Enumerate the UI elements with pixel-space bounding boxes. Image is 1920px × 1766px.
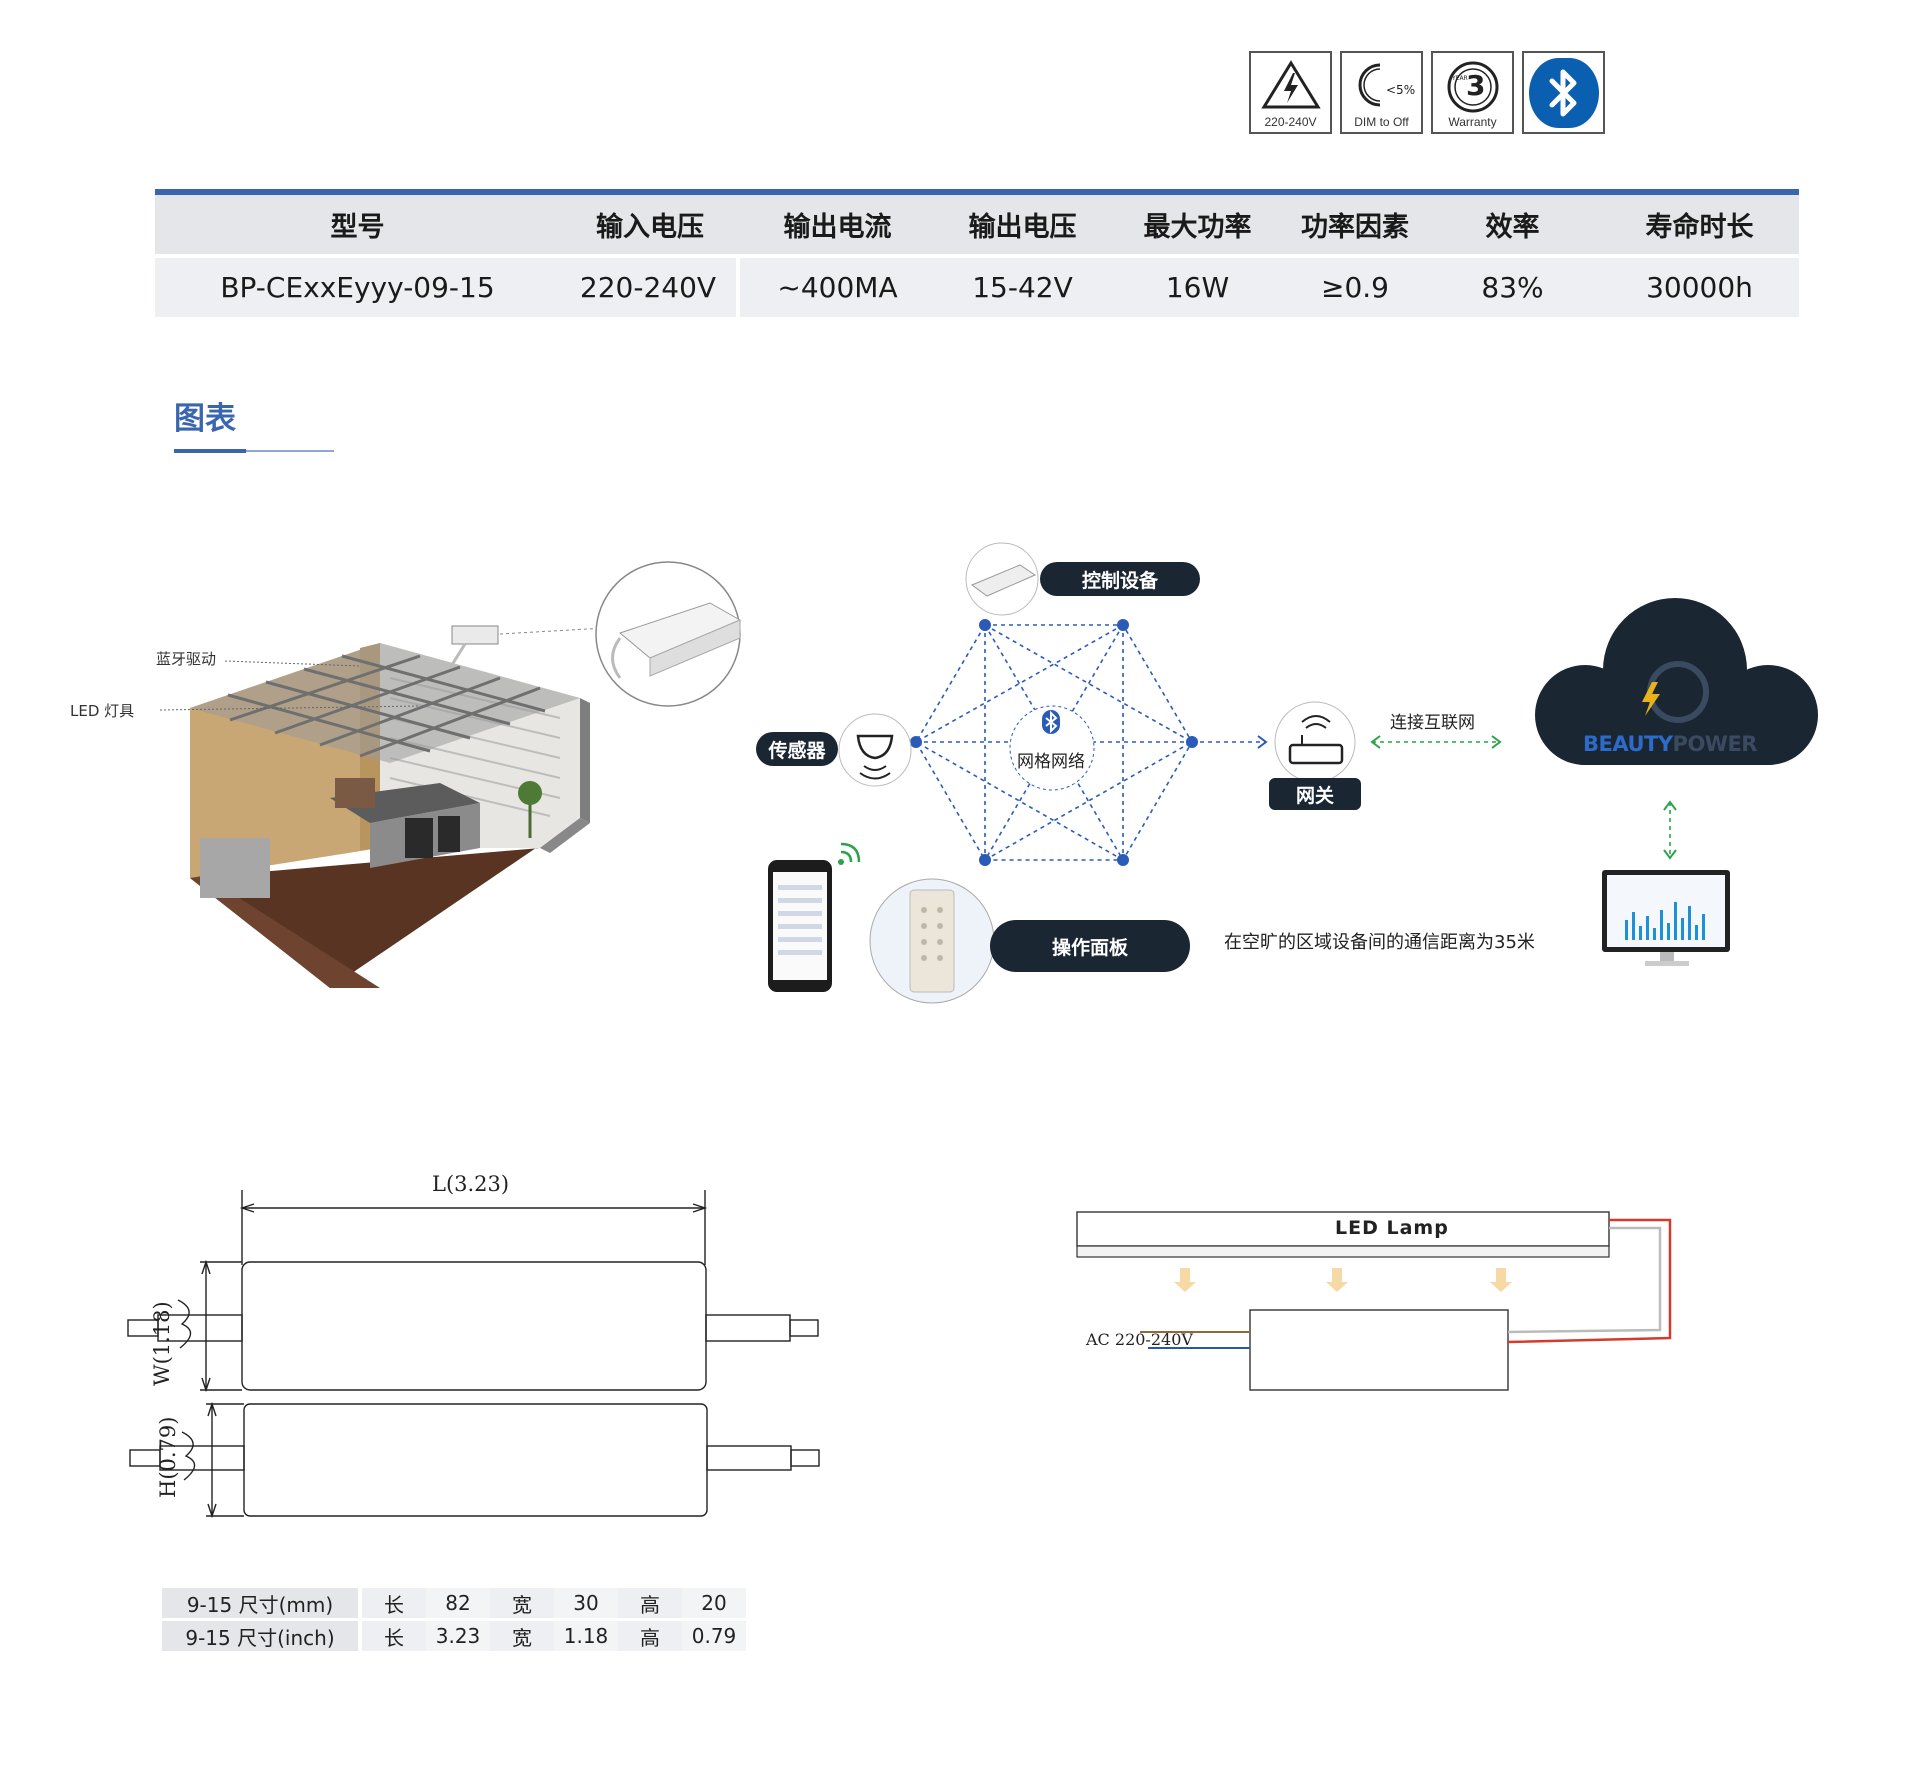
section-title: 图表 [174,401,236,437]
size-row-label: 9-15 尺寸(mm) [162,1588,358,1618]
warranty-seal-icon [1447,61,1498,113]
bluetooth-logo [1528,58,1599,128]
spec-header-power-factor: 功率因素 [1301,212,1409,243]
dim-badge-caption: DIM to Off [1354,115,1409,129]
height-key: 高 [618,1621,682,1651]
control-panel-label: 操作面板 [990,920,1190,972]
spec-input-voltage: 220-240V [579,271,717,304]
height-value: 0.79 [682,1621,746,1651]
size-row-label: 9-15 尺寸(inch) [162,1621,358,1651]
spec-power-factor: ≥0.9 [1321,271,1389,304]
mesh-network-label: 网格网络 [1017,752,1085,772]
spec-column-divider [736,258,740,317]
width-key: 宽 [490,1588,554,1618]
bluetooth-badge [1522,51,1605,134]
spec-output-voltage: 15-42V [972,271,1073,304]
size-row-inch: 9-15 尺寸(inch) 长 3.23 宽 1.18 高 0.79 [162,1621,746,1651]
length-key: 长 [362,1621,426,1651]
warranty-year-text: YEAR [1452,75,1468,82]
warranty-badge: 3 YEAR Warranty [1431,51,1514,134]
dim-badge-level: <5% [1386,83,1416,97]
sensor-label: 传感器 [756,732,838,766]
gateway-label: 网关 [1269,778,1361,810]
ac-input-label: AC 220-240V [1086,1330,1193,1349]
section-underline [174,450,334,452]
size-cell-gap [358,1621,362,1651]
voltage-badge-caption: 220-240V [1264,115,1317,129]
warranty-years: 3 [1466,69,1486,102]
room-illustration: 蓝牙驱动 LED 灯具 [60,548,760,988]
size-table: 9-15 尺寸(mm) 长 82 宽 30 高 20 9-15 尺寸(inch)… [162,1585,746,1654]
length-value: 82 [426,1588,490,1618]
spec-output-current: ~400MA [777,271,898,304]
spec-header-lifetime: 寿命时长 [1645,212,1754,243]
spec-header-row: 型号 输入电压 输出电流 输出电压 最大功率 功率因素 效率 寿命时长 [155,195,1799,254]
office-room-image [159,561,742,988]
width-value: 30 [554,1588,618,1618]
width-value: 1.18 [554,1621,618,1651]
mesh-network-diagram: 控制设备 传感器 网格网络 网关 操作面板 连接互联网 BEAUTYPOWER … [740,540,1820,1010]
brand-word-beauty: BEAUTY [1583,732,1673,756]
spec-header-efficiency: 效率 [1485,212,1540,243]
height-value: 20 [682,1588,746,1618]
warranty-badge-caption: Warranty [1448,115,1497,129]
spec-value-row: BP-CExxEyyy-09-15 220-240V ~400MA 15-42V… [155,258,1799,317]
section-underline-accent [174,449,246,453]
driver-outline-drawing [127,1190,820,1519]
driver-callout-label: 蓝牙驱动 [156,650,217,668]
dimmer-icon [1358,63,1380,107]
bluetooth-icon [1549,69,1576,117]
size-row-mm: 9-15 尺寸(mm) 长 82 宽 30 高 20 [162,1588,746,1618]
length-key: 长 [362,1588,426,1618]
dim-badge: <5% DIM to Off [1340,51,1423,134]
high-voltage-icon [1260,60,1321,109]
wiring-schematic [1076,1211,1672,1391]
height-dimension-label: H(0.79) [156,1416,180,1498]
led-lamp-label: LED Lamp [1335,1217,1449,1239]
height-key: 高 [618,1588,682,1618]
width-dimension-label: W(1.18) [150,1301,174,1386]
size-cell-gap [358,1588,362,1618]
spec-table: 型号 输入电压 输出电流 输出电压 最大功率 功率因素 效率 寿命时长 BP-C… [155,189,1799,317]
wiring-diagram: LED Lamp AC 220-240V [1070,1200,1690,1410]
spec-header-input-voltage: 输入电压 [596,212,704,243]
certification-badges: 220-240V <5% DIM to Off 3 YEAR Warranty [1249,51,1605,134]
brand-wordmark: BEAUTYPOWER [1583,732,1757,756]
voltage-badge: 220-240V [1249,51,1332,134]
range-note: 在空旷的区域设备间的通信距离为35米 [1224,932,1535,953]
width-key: 宽 [490,1621,554,1651]
length-value: 3.23 [426,1621,490,1651]
control-device-label: 控制设备 [1040,562,1200,596]
spec-header-model: 型号 [330,212,385,243]
length-dimension-label: L(3.23) [432,1172,510,1196]
spec-model: BP-CExxEyyy-09-15 [220,271,495,304]
brand-word-power: POWER [1672,732,1758,756]
spec-lifetime: 30000h [1646,271,1753,304]
spec-header-max-power: 最大功率 [1143,212,1252,243]
led-callout-label: LED 灯具 [70,702,135,720]
spec-header-output-voltage: 输出电压 [968,212,1077,243]
spec-max-power: 16W [1165,271,1230,304]
spec-efficiency: 83% [1481,271,1544,304]
dimension-drawing: L(3.23) W(1.18) H(0.79) [120,1160,840,1520]
internet-link-label: 连接互联网 [1390,713,1475,733]
spec-header-output-current: 输出电流 [783,212,892,243]
